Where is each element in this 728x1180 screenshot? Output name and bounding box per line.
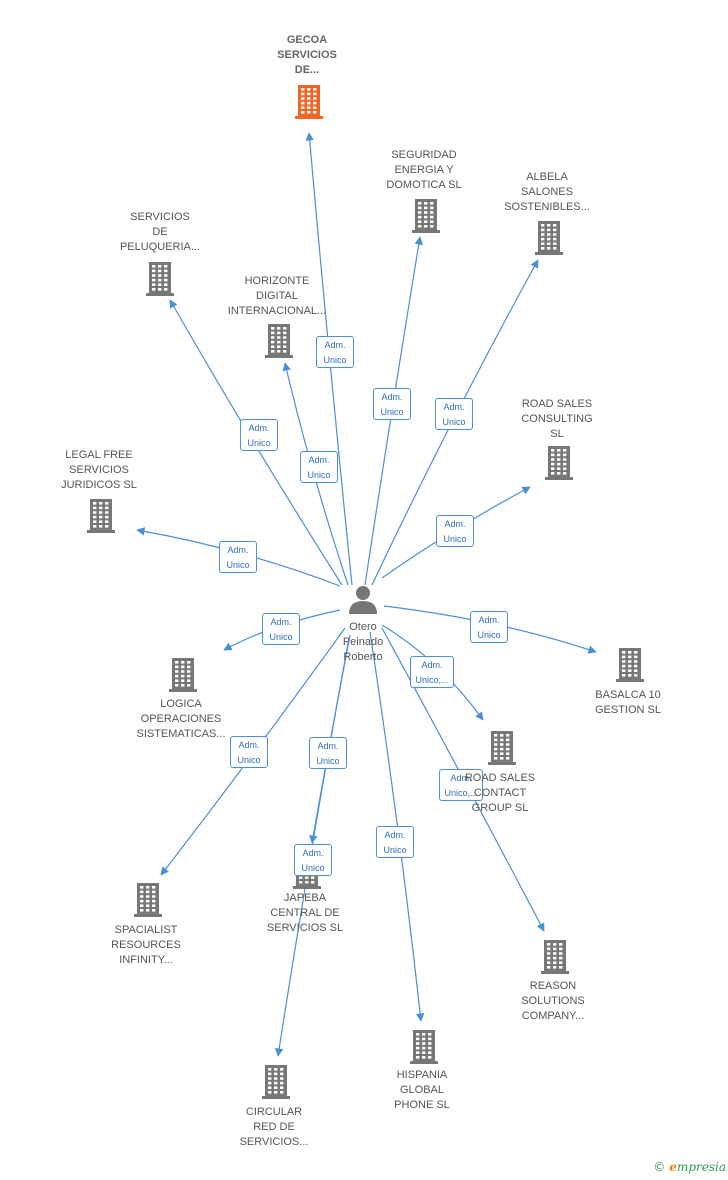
building-icon[interactable] <box>535 221 563 255</box>
company-label-servicios-peluqueria[interactable]: SERVICIOS DE PELUQUERIA... <box>119 211 201 253</box>
building-icon[interactable] <box>541 940 569 974</box>
company-label-legal-free[interactable]: LEGAL FREE SERVICIOS JURIDICOS SL <box>61 449 137 491</box>
edge-label-spacialist[interactable]: Adm. Unico <box>230 736 268 768</box>
person-icon[interactable] <box>349 586 377 614</box>
company-label-gecoa[interactable]: GECOA SERVICIOS DE... <box>277 34 337 76</box>
edge-label-basalca[interactable]: Adm. Unico <box>470 611 508 643</box>
edge-label-gecoa[interactable]: Adm. Unico <box>316 336 354 368</box>
edge-label-servicios-peluqueria[interactable]: Adm. Unico <box>240 419 278 451</box>
edge-label-road-sales-consulting[interactable]: Adm. Unico <box>436 515 474 547</box>
building-icon[interactable] <box>295 85 323 119</box>
company-label-road-sales-consulting[interactable]: ROAD SALES CONSULTING SL <box>521 398 593 440</box>
company-label-albela[interactable]: ALBELA SALONES SOSTENIBLES... <box>504 171 590 213</box>
building-icon[interactable] <box>134 883 162 917</box>
company-label-seguridad[interactable]: SEGURIDAD ENERGIA Y DOMOTICA SL <box>386 149 462 191</box>
edge-label-seguridad[interactable]: Adm. Unico <box>373 388 411 420</box>
edge-label-road-sales-contact[interactable]: Adm. Unico,... <box>410 656 454 688</box>
company-label-basalca[interactable]: BASALCA 10 GESTION SL <box>594 689 662 716</box>
company-label-spacialist[interactable]: SPACIALIST RESOURCES INFINITY... <box>111 924 181 966</box>
building-icon[interactable] <box>410 1030 438 1064</box>
edge-label-reason[interactable]: Adm. Unico,... <box>439 769 483 801</box>
copyright-icon: © <box>653 1160 666 1174</box>
company-label-logica[interactable]: LOGICA OPERACIONES SISTEMATICAS... <box>136 698 226 740</box>
building-icon[interactable] <box>412 199 440 233</box>
company-label-circular[interactable]: CIRCULAR RED DE SERVICIOS... <box>239 1106 309 1148</box>
edge-label-japeba[interactable]: Adm. Unico <box>309 737 347 769</box>
edge-label-horizonte[interactable]: Adm. Unico <box>300 451 338 483</box>
edge-label-albela[interactable]: Adm. Unico <box>435 398 473 430</box>
building-icon[interactable] <box>488 731 516 765</box>
company-label-japeba[interactable]: JAPEBA CENTRAL DE SERVICIOS SL <box>266 892 344 934</box>
building-icon[interactable] <box>169 658 197 692</box>
brand-watermark: ©empresia <box>653 1160 726 1174</box>
edge-label-hispania[interactable]: Adm. Unico <box>376 826 414 858</box>
brand-name: mpresia <box>676 1160 726 1174</box>
company-label-reason[interactable]: REASON SOLUTIONS COMPANY... <box>521 980 585 1022</box>
company-label-road-sales-contact[interactable]: ROAD SALES CONTACT GROUP SL <box>464 772 536 814</box>
building-icon[interactable] <box>146 262 174 296</box>
company-label-hispania[interactable]: HISPANIA GLOBAL PHONE SL <box>394 1069 450 1111</box>
edge-label-logica[interactable]: Adm. Unico <box>262 613 300 645</box>
building-icon[interactable] <box>262 1065 290 1099</box>
company-label-horizonte[interactable]: HORIZONTE DIGITAL INTERNACIONAL... <box>227 275 327 317</box>
edge-label-legal-free[interactable]: Adm. Unico <box>219 541 257 573</box>
person-label[interactable]: Otero Peinado Roberto <box>342 621 384 663</box>
brand-initial: e <box>669 1160 677 1174</box>
building-icon[interactable] <box>265 324 293 358</box>
edge-label-circular[interactable]: Adm. Unico <box>294 844 332 876</box>
building-icon[interactable] <box>545 446 573 480</box>
building-icon[interactable] <box>87 499 115 533</box>
building-icon[interactable] <box>616 648 644 682</box>
